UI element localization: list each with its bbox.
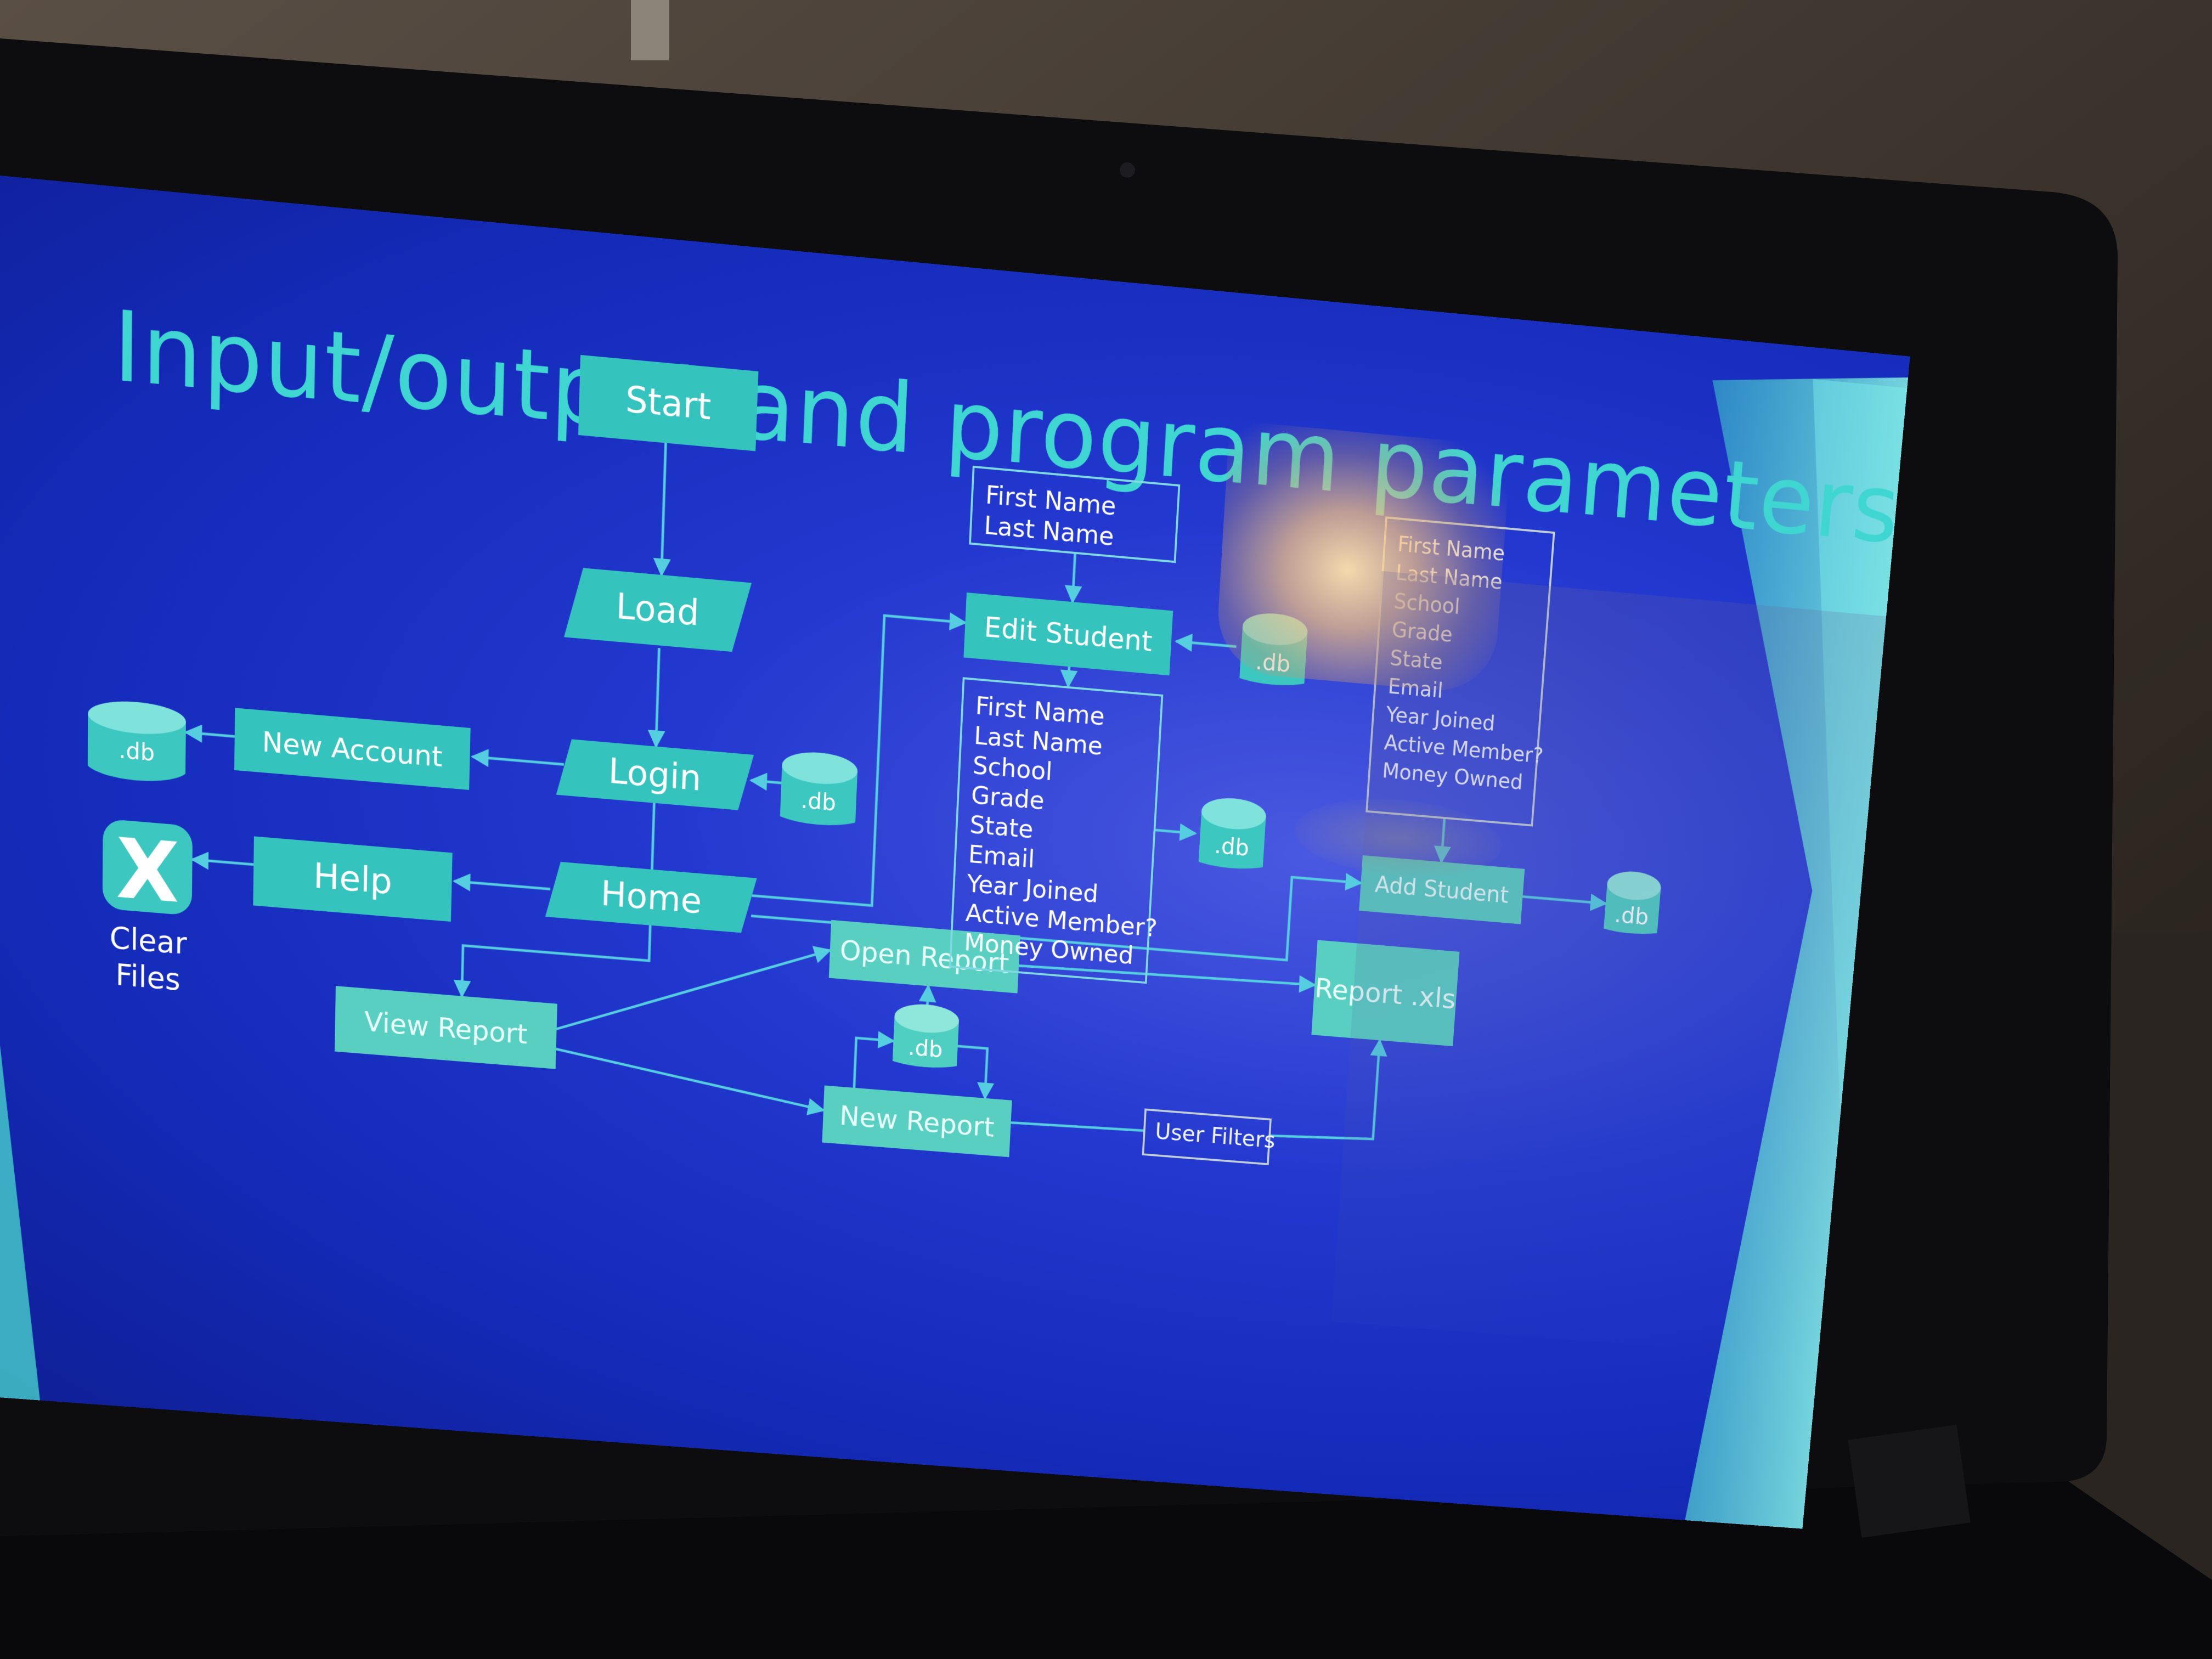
new-report-label: New Report xyxy=(839,1099,995,1143)
arrow-output-db xyxy=(1155,830,1195,833)
svg-text:X: X xyxy=(116,821,179,922)
db-label: .db xyxy=(1255,648,1291,678)
db-icon: .db xyxy=(893,1002,960,1069)
clear-files-x-icon: X xyxy=(103,819,193,923)
clear-files-label: Clear Files xyxy=(97,918,200,1000)
help-label: Help xyxy=(313,856,393,902)
db-label: .db xyxy=(907,1035,943,1063)
arrow-home-help xyxy=(454,881,550,889)
start-node: Start xyxy=(578,355,758,451)
new-account-label: New Account xyxy=(262,725,443,773)
arrow-editinput-editstudent xyxy=(1073,554,1075,602)
db-label: .db xyxy=(800,787,837,816)
arrow-start-load xyxy=(662,443,666,574)
arrow-db-newreport-right xyxy=(955,1046,987,1098)
load-label: Load xyxy=(616,586,700,635)
add-student-label: Add Student xyxy=(1374,871,1510,908)
db-icon: .db xyxy=(1239,611,1308,687)
hinge xyxy=(1848,1425,1970,1538)
db-label: .db xyxy=(119,737,155,766)
db-icon: .db xyxy=(1604,870,1662,935)
arrow-db-editstudent xyxy=(1176,641,1236,647)
arrow-help-clear xyxy=(193,860,254,865)
slide-decor-wedge-left xyxy=(0,1045,41,1401)
load-node: Load xyxy=(564,568,752,652)
arrow-addstudent-db xyxy=(1522,896,1605,904)
report-xls-node: Report .xls xyxy=(1311,940,1459,1046)
arrow-viewreport-openreport xyxy=(557,928,830,1051)
edit-student-output-fields: First Name Last Name School Grade State … xyxy=(949,677,1163,984)
arrow-viewreport-newreport xyxy=(555,1049,825,1110)
start-label: Start xyxy=(625,378,712,428)
arrow-home-editstudent xyxy=(752,605,966,912)
arrow-load-login xyxy=(656,648,659,746)
home-label: Home xyxy=(600,873,702,922)
arrow-addfields-addstudent xyxy=(1441,819,1444,862)
user-filters-label: User Filters xyxy=(1154,1118,1260,1154)
slide-screen: .db .db .db .db .db .db xyxy=(0,176,1910,1529)
add-student-fields: First Name Last Name School Grade State … xyxy=(1365,516,1555,826)
view-report-label: View Report xyxy=(364,1005,528,1050)
arrow-login-newaccount xyxy=(472,757,564,764)
db-label: .db xyxy=(1214,833,1250,861)
arrow-db-login xyxy=(751,780,786,783)
db-icon: .db xyxy=(1198,795,1267,871)
db-label: .db xyxy=(1613,902,1650,930)
db-icon: .db xyxy=(780,749,858,828)
line-newreport-userfilters xyxy=(1011,1120,1144,1133)
edit-student-label: Edit Student xyxy=(984,611,1153,658)
arrow-userfilters-reportxls xyxy=(1271,1032,1380,1144)
db-icon: .db xyxy=(88,698,186,785)
line-login-home xyxy=(652,798,654,869)
user-filters-node: User Filters xyxy=(1142,1108,1272,1165)
arrow-newaccount-db xyxy=(186,732,235,737)
arrow-newreport-db-left xyxy=(854,1038,894,1091)
login-label: Login xyxy=(608,751,702,799)
report-xls-label: Report .xls xyxy=(1314,972,1457,1014)
webcam xyxy=(1120,162,1135,178)
